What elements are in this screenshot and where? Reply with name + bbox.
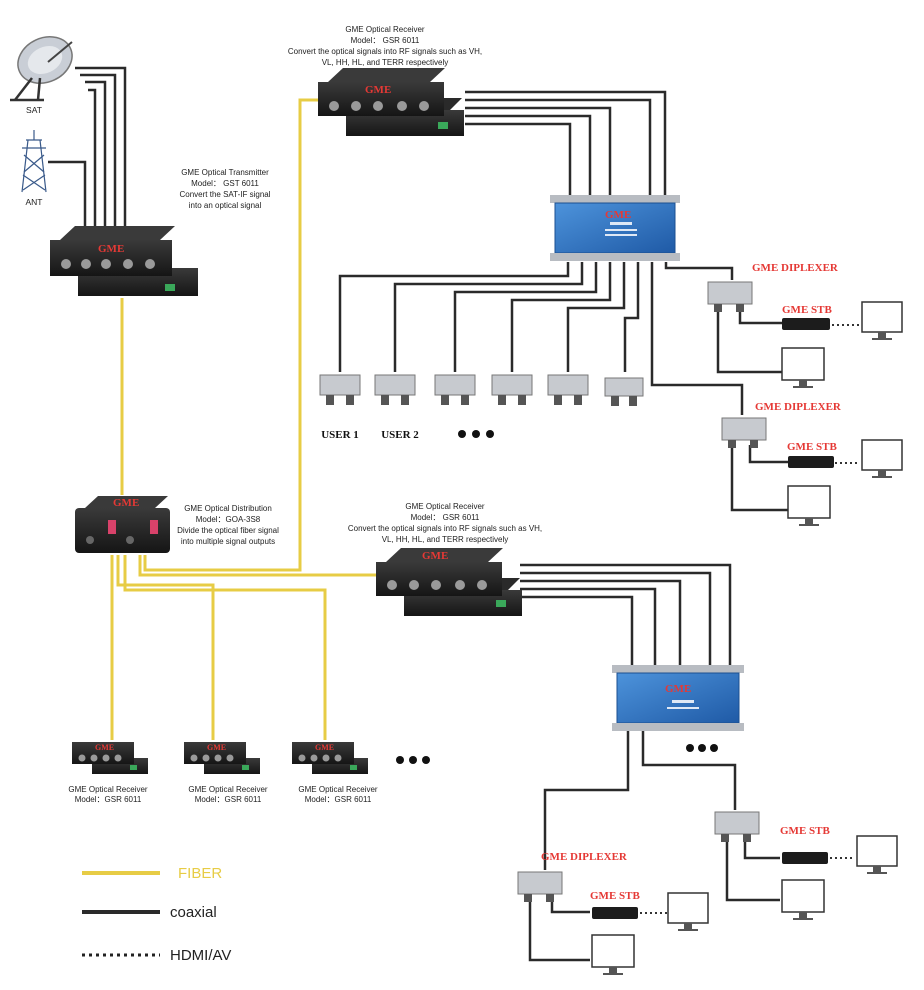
svg-text:into an optical signal: into an optical signal	[189, 201, 262, 210]
svg-text:GME Optical Receiver: GME Optical Receiver	[188, 785, 267, 794]
hdmi-lines	[640, 324, 860, 914]
small-receiver-2-brand: GME	[207, 743, 226, 752]
stb-4-device	[592, 907, 638, 919]
sat-label: SAT	[26, 105, 42, 115]
receiver-top-caption: GME Optical Receiver Model： GSR 6011 Con…	[288, 25, 482, 67]
legend-fiber-label: FIBER	[178, 865, 222, 882]
svg-text:GME Optical Receiver: GME Optical Receiver	[298, 785, 377, 794]
optical-distribution-device	[75, 496, 170, 553]
distribution-caption: GME Optical Distribution Model：GOA-3S8 D…	[177, 504, 279, 546]
stb-2-label: GME STB	[787, 441, 837, 453]
user-2-label: USER 2	[381, 429, 419, 441]
diplexer-3-device	[517, 871, 563, 902]
small-receiver-1-device	[72, 742, 148, 774]
diplexer-2-label: GME DIPLEXER	[755, 401, 842, 413]
multiswitch-mid-brand: GME	[665, 683, 691, 695]
svg-text:GME Optical Receiver: GME Optical Receiver	[405, 502, 484, 511]
small-receiver-2-caption: GME Optical Receiver Model：GSR 6011	[188, 785, 267, 804]
tv-monitor-icon	[781, 879, 825, 920]
small-receiver-1-caption: GME Optical Receiver Model：GSR 6011	[68, 785, 147, 804]
ant-label: ANT	[26, 197, 43, 207]
multiswitch-top-brand: GME	[605, 209, 631, 221]
tv-monitor-icon	[856, 835, 898, 874]
splitter-row-top	[319, 374, 644, 406]
diplexer-mid-device	[714, 811, 760, 842]
splitter-device	[547, 374, 589, 405]
multiswitch-mid-device	[612, 665, 744, 731]
multiswitch-top-device	[550, 195, 680, 261]
svg-text:Convert the optical signals in: Convert the optical signals into RF sign…	[348, 524, 542, 533]
antenna-tower-icon	[21, 130, 47, 193]
legend-hdmi-label: HDMI/AV	[170, 947, 231, 964]
stb-2-device	[788, 456, 834, 468]
splitter-device	[319, 374, 361, 405]
svg-text:Model：GSR 6011: Model：GSR 6011	[305, 795, 372, 804]
tv-monitor-icon	[667, 892, 709, 931]
receiver-top-brand: GME	[365, 84, 391, 96]
svg-text:Model：GOA-3S8: Model：GOA-3S8	[196, 515, 261, 524]
svg-text:Model： GSR 6011: Model： GSR 6011	[351, 36, 420, 45]
svg-text:Convert the optical signals in: Convert the optical signals into RF sign…	[288, 47, 482, 56]
optical-transmitter-device	[50, 226, 198, 296]
coax-source-lines	[48, 66, 127, 235]
optical-receiver-mid-device	[376, 548, 522, 616]
svg-text:Model：GSR 6011: Model：GSR 6011	[75, 795, 142, 804]
stb-1-device	[782, 318, 830, 330]
splitter-device	[491, 374, 533, 405]
transmitter-brand: GME	[98, 243, 124, 255]
coax-top-rx-lines	[465, 90, 667, 198]
more-receivers-ellipsis-icon	[396, 756, 430, 764]
tv-monitor-icon	[787, 485, 831, 526]
satellite-dish-icon	[10, 36, 73, 102]
small-receiver-3-device	[292, 742, 368, 774]
stb-1-label: GME STB	[782, 304, 832, 316]
splitter-device	[374, 374, 416, 405]
optical-receiver-top-device	[318, 68, 464, 136]
splitter-device	[604, 377, 644, 406]
svg-text:Model： GST 6011: Model： GST 6011	[191, 179, 259, 188]
splitter-device	[434, 374, 476, 405]
svg-text:VL, HH, HL, and TERR respectiv: VL, HH, HL, and TERR respectively	[382, 535, 509, 544]
distribution-brand: GME	[113, 497, 139, 509]
svg-text:GME Optical Receiver: GME Optical Receiver	[68, 785, 147, 794]
receiver-mid-brand: GME	[422, 550, 448, 562]
tv-monitor-icon	[781, 347, 825, 388]
tv-monitor-icon	[861, 301, 903, 340]
diplexer-1-label: GME DIPLEXER	[752, 262, 839, 274]
svg-text:Model： GSR 6011: Model： GSR 6011	[411, 513, 480, 522]
svg-text:GME Optical Receiver: GME Optical Receiver	[345, 25, 424, 34]
svg-text:GME Optical Distribution: GME Optical Distribution	[184, 504, 272, 513]
svg-text:GME Optical Transmitter: GME Optical Transmitter	[181, 168, 269, 177]
stb-3-label: GME STB	[780, 825, 830, 837]
stb-3-device	[782, 852, 828, 864]
diplexer-3-label: GME DIPLEXER	[541, 851, 628, 863]
svg-text:Convert the SAT-IF signal: Convert the SAT-IF signal	[180, 190, 271, 199]
small-receiver-2-device	[184, 742, 260, 774]
small-receiver-3-brand: GME	[315, 743, 334, 752]
fiber-lines	[110, 98, 380, 740]
tv-monitor-icon	[861, 439, 903, 478]
more-outputs-ellipsis-icon	[686, 744, 718, 752]
diplexer-1-device	[707, 281, 753, 312]
svg-text:Model：GSR 6011: Model：GSR 6011	[195, 795, 262, 804]
tv-monitor-icon	[591, 934, 635, 975]
receiver-mid-caption: GME Optical Receiver Model： GSR 6011 Con…	[348, 502, 542, 544]
legend-coax-label: coaxial	[170, 904, 217, 921]
small-receiver-3-caption: GME Optical Receiver Model：GSR 6011	[298, 785, 377, 804]
transmitter-caption: GME Optical Transmitter Model： GST 6011 …	[180, 168, 271, 210]
more-users-ellipsis-icon	[458, 430, 494, 438]
user-1-label: USER 1	[321, 429, 359, 441]
coax-switch-out-lines	[338, 262, 800, 512]
svg-text:VL, HH, HL, and TERR respectiv: VL, HH, HL, and TERR respectively	[322, 58, 449, 67]
svg-text:Divide the optical fiber signa: Divide the optical fiber signal	[177, 526, 279, 535]
stb-4-label: GME STB	[590, 890, 640, 902]
legend: FIBER coaxial HDMI/AV	[82, 865, 231, 964]
svg-text:into multiple signal outputs: into multiple signal outputs	[181, 537, 275, 546]
coax-mid-rx-lines	[520, 563, 780, 962]
diplexer-2-device	[721, 417, 767, 448]
small-receiver-1-brand: GME	[95, 743, 114, 752]
